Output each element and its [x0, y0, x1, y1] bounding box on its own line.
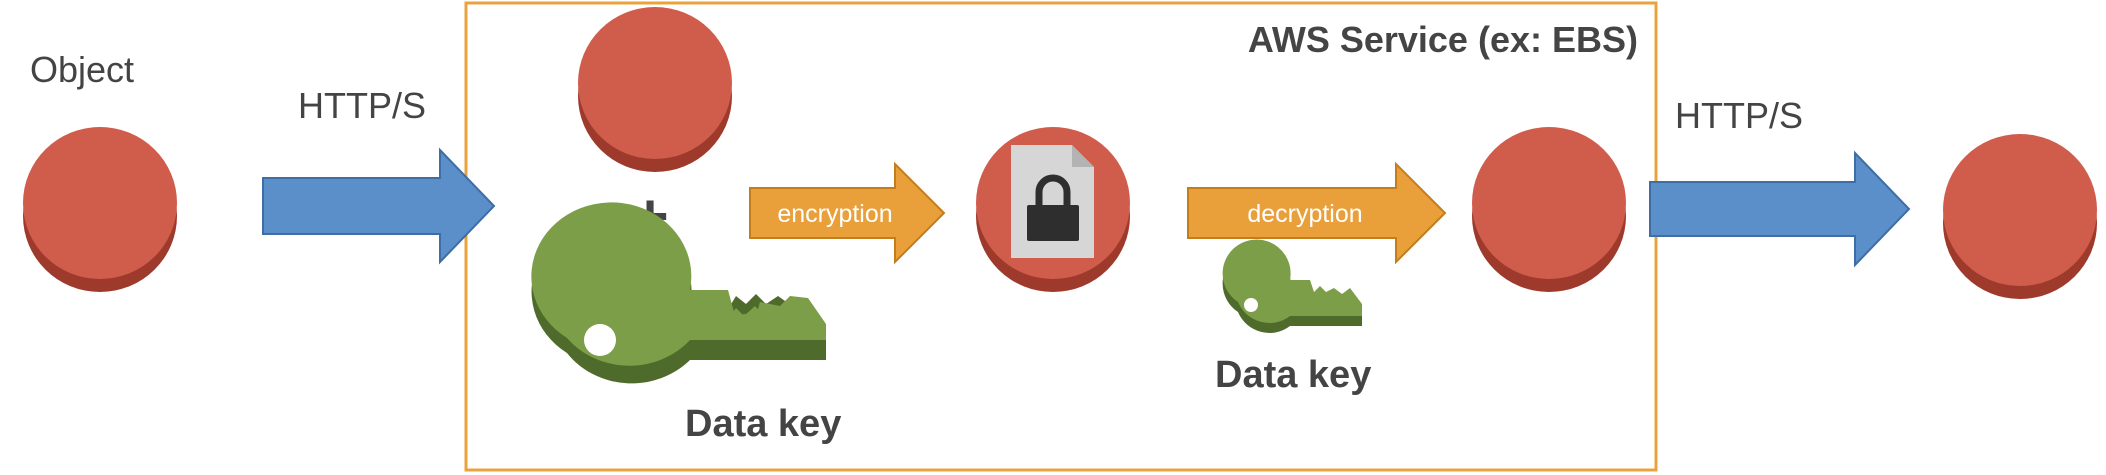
document-icon: [1011, 145, 1094, 258]
source-object-circle: [23, 127, 177, 292]
lock-icon: [1027, 174, 1079, 241]
data-key-large-icon: [531, 202, 826, 384]
http-in-label: HTTP/S: [298, 85, 426, 126]
encryption-arrow: [749, 161, 946, 265]
plaintext-object-circle: [578, 7, 732, 172]
http-out-arrow: [1649, 150, 1911, 268]
encrypted-object: [976, 127, 1130, 292]
destination-object-circle: [1943, 134, 2097, 299]
service-title: AWS Service (ex: EBS): [1248, 19, 1638, 60]
object-label: Object: [30, 49, 134, 90]
data-key-small-icon: [1222, 239, 1362, 333]
decryption-label: decryption: [1247, 200, 1362, 228]
decryption-arrow: [1187, 161, 1447, 265]
encryption-label: encryption: [777, 200, 892, 228]
decrypted-object-circle: [1472, 127, 1626, 292]
data-key-large-label: Data key: [685, 403, 841, 445]
http-out-label: HTTP/S: [1675, 95, 1803, 136]
http-in-arrow: [262, 147, 496, 265]
data-key-small-label: Data key: [1215, 354, 1371, 396]
